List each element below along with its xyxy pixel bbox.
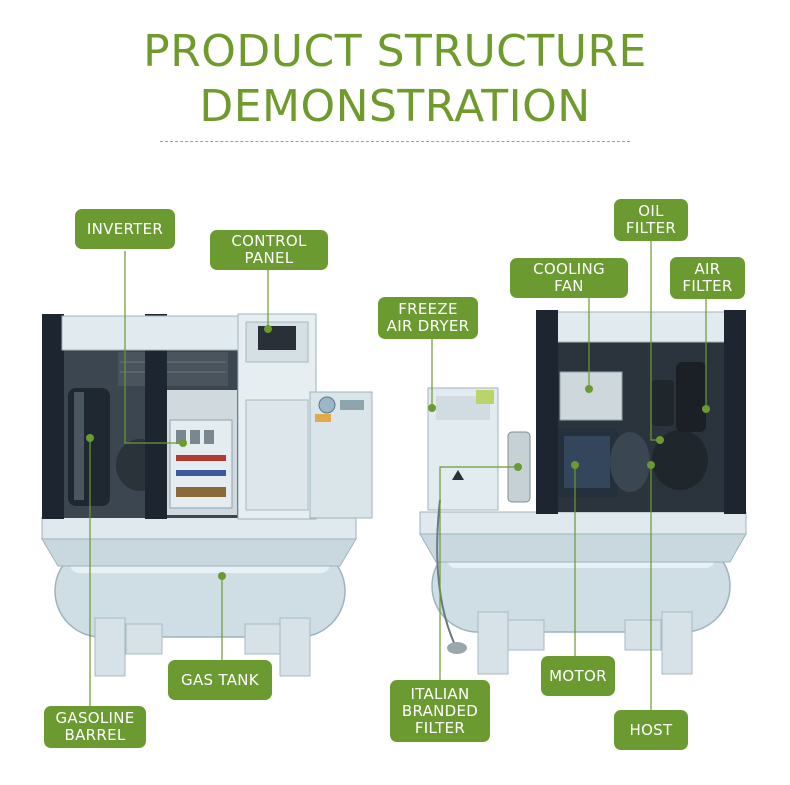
label-control-panel-text: CONTROL PANEL (231, 232, 307, 267)
label-oil-filter: OIL FILTER (614, 199, 688, 241)
label-motor-text: MOTOR (549, 666, 607, 685)
leader-lines (89, 240, 707, 712)
label-gas-tank: GAS TANK (168, 660, 272, 700)
label-host: HOST (614, 710, 688, 750)
label-italian-branded-filter: ITALIAN BRANDED FILTER (390, 680, 490, 742)
leader-dots (86, 325, 710, 580)
left-compressor (41, 313, 373, 677)
page-title-line1: PRODUCT STRUCTURE (143, 26, 647, 77)
label-gasoline-barrel: GASOLINE BARREL (44, 706, 146, 748)
label-air-filter: AIR FILTER (670, 257, 745, 299)
title-divider (160, 141, 630, 142)
label-cooling-fan: COOLING FAN (510, 258, 628, 298)
label-freeze-air-dryer-text: FREEZE AIR DRYER (386, 300, 470, 335)
label-gas-tank-text: GAS TANK (181, 670, 259, 689)
label-italian-branded-filter-text: ITALIAN BRANDED FILTER (401, 684, 479, 737)
label-oil-filter-text: OIL FILTER (625, 202, 677, 237)
label-cooling-fan-text: COOLING FAN (533, 260, 605, 295)
page-title-line2: DEMONSTRATION (199, 81, 591, 132)
label-gasoline-barrel-text: GASOLINE BARREL (55, 709, 135, 744)
label-inverter-text: INVERTER (86, 219, 164, 238)
label-air-filter-text: AIR FILTER (682, 260, 733, 295)
label-motor: MOTOR (541, 656, 615, 696)
label-host-text: HOST (629, 720, 673, 739)
label-control-panel: CONTROL PANEL (210, 230, 328, 270)
label-inverter: INVERTER (75, 209, 175, 249)
label-freeze-air-dryer: FREEZE AIR DRYER (378, 297, 478, 339)
right-compressor (419, 310, 747, 675)
